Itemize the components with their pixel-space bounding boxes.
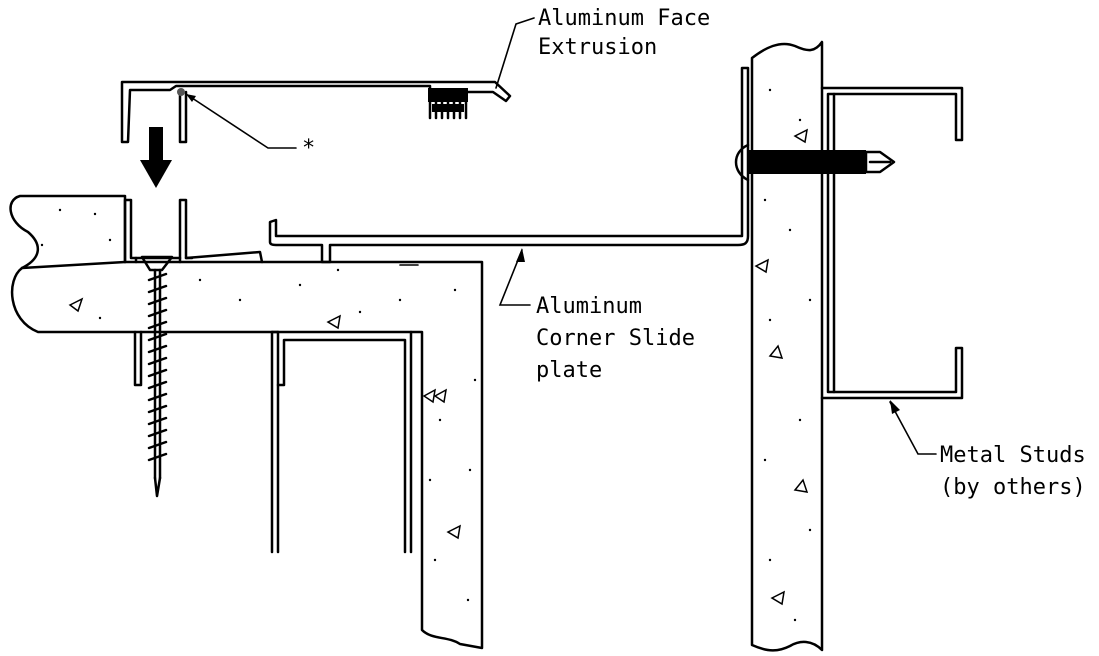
label-studs-2: (by others) <box>940 475 1086 500</box>
screw-thread <box>147 368 168 378</box>
screw-thread <box>147 284 168 294</box>
screw-thread <box>147 296 168 306</box>
screw-thread <box>147 320 168 330</box>
screw-thread <box>147 452 168 462</box>
install-direction-arrow <box>140 127 172 188</box>
screw-thread <box>147 416 168 426</box>
corner-slide-plate <box>123 66 750 554</box>
aluminum-face-extrusion <box>120 80 512 144</box>
self-tapping-screw <box>734 143 896 182</box>
label-face-extrusion-1: Aluminum Face <box>538 6 710 31</box>
callout-labels: Aluminum Face Extrusion * Aluminum Corne… <box>302 6 1086 500</box>
screw-thread <box>147 272 168 282</box>
metal-stud <box>820 86 964 400</box>
label-slide-plate-3: plate <box>536 358 602 383</box>
wood-screw <box>140 255 174 498</box>
screw-thread <box>147 404 168 414</box>
leader-lines <box>185 17 937 455</box>
label-slide-plate-2: Corner Slide <box>536 326 695 351</box>
screw-thread <box>147 392 168 402</box>
screw-thread <box>147 380 168 390</box>
screw-thread <box>147 344 168 354</box>
label-asterisk: * <box>302 136 315 161</box>
screw-thread <box>147 332 168 342</box>
label-face-extrusion-2: Extrusion <box>538 35 657 60</box>
left-concrete-slab <box>9 194 484 650</box>
label-studs-1: Metal Studs <box>940 443 1086 468</box>
label-slide-plate-1: Aluminum <box>536 294 642 319</box>
right-concrete-wall <box>750 40 824 652</box>
screw-thread <box>147 440 168 450</box>
screw-thread <box>147 428 168 438</box>
screw-thread <box>147 308 168 318</box>
left-concrete-texture <box>40 208 477 602</box>
screw-thread <box>147 356 168 366</box>
